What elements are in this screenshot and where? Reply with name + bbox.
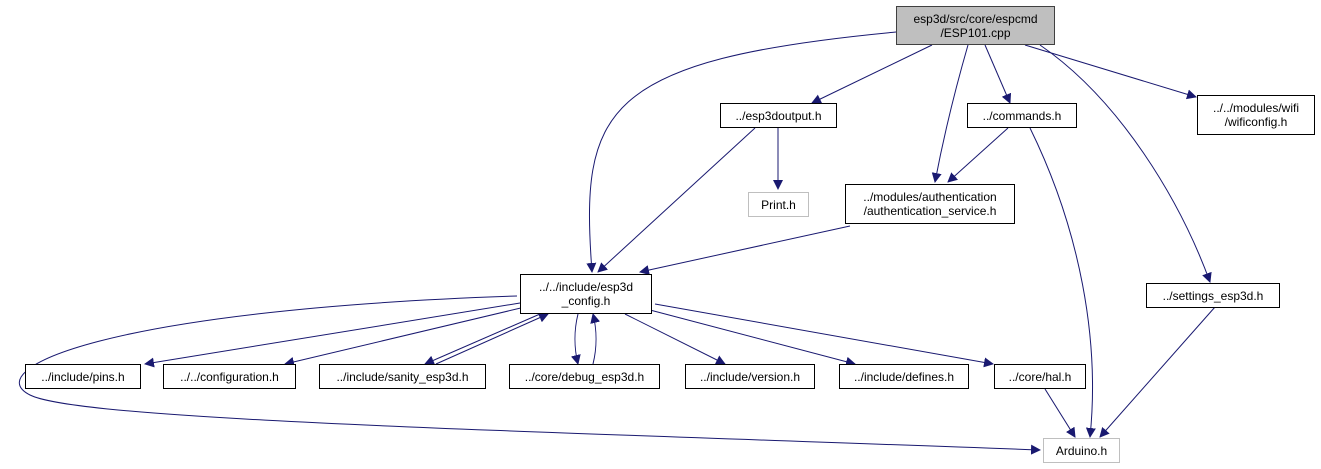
node-root-esp101-cpp: esp3d/src/core/espcmd /ESP101.cpp — [896, 6, 1055, 45]
node-authentication-line1: ../modules/authentication — [863, 190, 997, 204]
edge-esp3d-config-to-debug — [570, 313, 581, 365]
node-pins-h[interactable]: ../include/pins.h — [25, 364, 141, 389]
edge-esp3d-config-to-defines — [649, 309, 856, 367]
node-arduino-h: Arduino.h — [1043, 438, 1120, 463]
node-root-line1: esp3d/src/core/espcmd — [913, 11, 1038, 26]
node-settings-label: ../settings_esp3d.h — [1162, 288, 1264, 303]
node-authentication-service-h[interactable]: ../modules/authentication /authenticatio… — [845, 184, 1015, 224]
edge-esp3d-config-to-configuration — [284, 306, 526, 367]
edge-root-to-settings — [1039, 44, 1212, 283]
edge-root-to-esp3doutput — [811, 44, 933, 104]
node-commands-h[interactable]: ../commands.h — [967, 103, 1077, 128]
node-defines-h[interactable]: ../include/defines.h — [839, 364, 969, 389]
node-sanity-esp3d-h[interactable]: ../include/sanity_esp3d.h — [319, 364, 486, 389]
node-debug-label: ../core/debug_esp3d.h — [524, 369, 645, 384]
edge-root-to-wificonfig — [1024, 44, 1197, 100]
node-commands-label: ../commands.h — [982, 108, 1062, 123]
edge-esp3d-config-to-sanity — [424, 313, 541, 365]
node-pins-label: ../include/pins.h — [41, 369, 125, 384]
node-configuration-h[interactable]: ../../configuration.h — [163, 364, 296, 389]
node-wificonfig-h[interactable]: ../../modules/wifi /wificonfig.h — [1197, 95, 1315, 135]
node-wificonfig-line2: /wificonfig.h — [1224, 115, 1288, 129]
edge-commands-to-authentication — [947, 127, 1009, 183]
node-defines-label: ../include/defines.h — [853, 369, 955, 384]
edge-esp3d-config-to-pins — [144, 302, 521, 368]
node-esp3doutput-h[interactable]: ../esp3doutput.h — [720, 103, 837, 128]
edge-authentication-to-esp3d-config — [639, 225, 851, 275]
node-print-h: Print.h — [748, 192, 809, 217]
node-esp3d-config-h[interactable]: ../../include/esp3d _config.h — [520, 274, 652, 314]
node-version-label: ../include/version.h — [699, 369, 801, 384]
edge-commands-to-arduino — [1029, 127, 1096, 438]
node-hal-label: ../core/hal.h — [1008, 369, 1072, 384]
edge-esp3doutput-to-esp3d-config — [597, 127, 756, 273]
node-settings-esp3d-h[interactable]: ../settings_esp3d.h — [1146, 283, 1280, 308]
edge-esp3d-config-to-arduino — [19, 295, 1041, 455]
node-sanity-label: ../include/sanity_esp3d.h — [336, 369, 469, 384]
node-esp3d-config-line1: ../../include/esp3d — [538, 280, 634, 294]
edge-sanity-to-esp3d-config — [435, 313, 549, 365]
node-version-h[interactable]: ../include/version.h — [685, 364, 815, 389]
edge-root-to-esp3d-config — [586, 31, 897, 273]
node-esp3d-config-line2: _config.h — [561, 294, 611, 308]
edge-settings-to-arduino — [1099, 306, 1216, 438]
node-esp3doutput-label: ../esp3doutput.h — [735, 108, 822, 123]
node-print-label: Print.h — [761, 197, 796, 212]
edge-esp3d-config-to-hal — [654, 303, 994, 368]
node-arduino-label: Arduino.h — [1055, 443, 1108, 458]
node-authentication-line2: /authentication_service.h — [863, 204, 997, 218]
node-wificonfig-line1: ../../modules/wifi — [1212, 101, 1300, 115]
node-debug-esp3d-h[interactable]: ../core/debug_esp3d.h — [509, 364, 660, 389]
edge-hal-to-arduino — [1044, 388, 1076, 438]
edge-debug-to-esp3d-config — [590, 313, 601, 365]
edge-root-to-authentication — [931, 44, 969, 183]
edge-esp3d-config-to-version — [624, 313, 726, 365]
node-configuration-label: ../../configuration.h — [180, 369, 279, 384]
edge-root-to-commands — [984, 44, 1012, 104]
node-root-line2: /ESP101.cpp — [940, 25, 1011, 40]
node-hal-h[interactable]: ../core/hal.h — [994, 364, 1086, 389]
